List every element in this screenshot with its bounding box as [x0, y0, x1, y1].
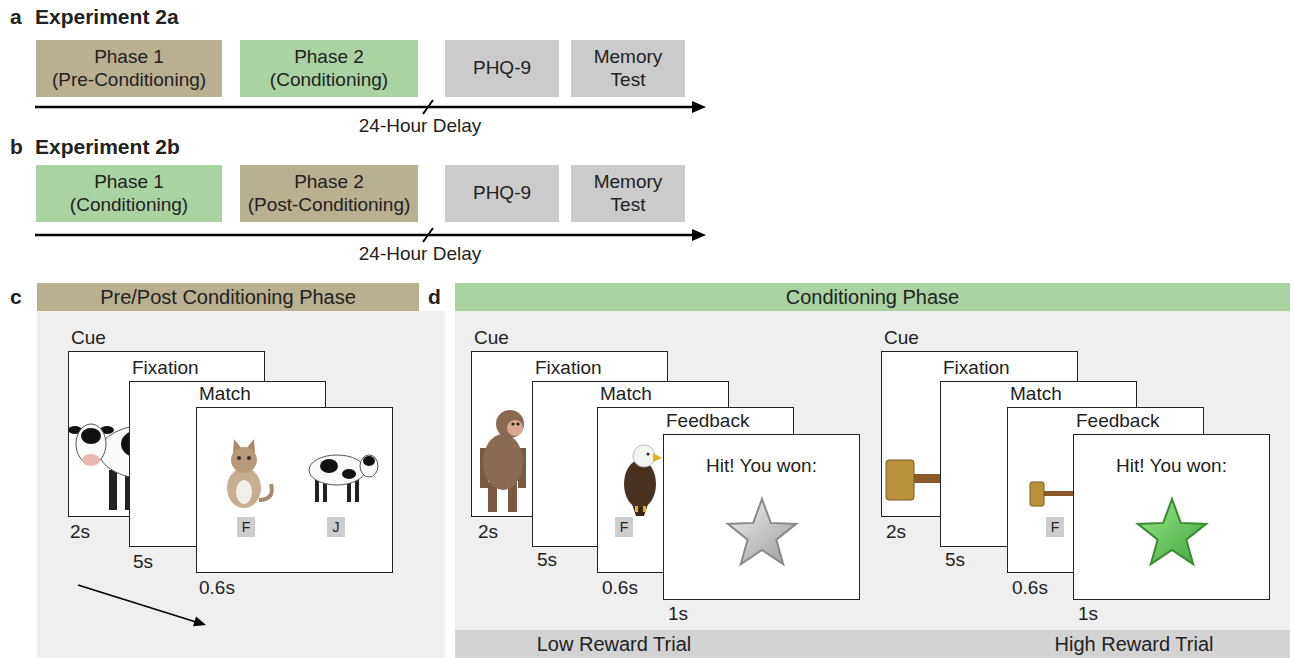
timeline-line	[35, 106, 694, 109]
duration-label: 2s	[478, 521, 498, 543]
duration-label: 2s	[70, 521, 90, 543]
screen-heading: Fixation	[535, 357, 602, 379]
duration-label: 2s	[886, 521, 906, 543]
trial-type-label: High Reward Trial	[975, 630, 1293, 658]
duration-label: 0.6s	[602, 577, 638, 599]
phase-box: Phase 1 (Pre-Conditioning)	[36, 40, 222, 97]
phase-header-band: Conditioning Phase	[455, 283, 1290, 311]
trial-type-label: Low Reward Trial	[455, 630, 773, 658]
phase-box: Phase 1 (Conditioning)	[36, 165, 222, 222]
phase-label-line: (Post-Conditioning)	[248, 194, 411, 217]
phase-box: Phase 2 (Post-Conditioning)	[240, 165, 418, 222]
duration-label: 1s	[668, 603, 688, 625]
trial-screen-card: FeedbackHit! You won:	[1073, 434, 1270, 600]
arrow-head	[692, 229, 706, 241]
delay-label: 24-Hour Delay	[350, 243, 490, 265]
response-key: J	[327, 517, 345, 537]
duration-label: 5s	[945, 549, 965, 571]
duration-label: 5s	[133, 551, 153, 573]
phase-label: Phase 2 (Post-Conditioning)	[248, 171, 411, 217]
phase-label: Phase 1 (Conditioning)	[70, 171, 188, 217]
panel-letter: d	[428, 286, 441, 308]
phase-panel: Pre/Post Conditioning Phase CueFixation …	[37, 283, 445, 658]
phase-label-line: (Pre-Conditioning)	[52, 69, 206, 92]
response-key: F	[1046, 517, 1064, 537]
duration-label: 0.6s	[1012, 577, 1048, 599]
experiment-title: Experiment 2a	[35, 6, 179, 28]
phase-box: Memory Test	[571, 165, 685, 222]
phase-label-line: (Conditioning)	[270, 69, 388, 92]
phase-box: PHQ-9	[445, 40, 559, 97]
phase-label: Memory Test	[576, 46, 680, 92]
panel-letter: c	[10, 286, 22, 308]
screen-heading: Match	[199, 383, 251, 405]
phase-label-line: Phase 1	[94, 46, 164, 67]
delay-label: 24-Hour Delay	[350, 115, 490, 137]
phase-header-band: Pre/Post Conditioning Phase	[37, 283, 419, 311]
key-letter: J	[333, 519, 340, 535]
key-letter: F	[1051, 519, 1060, 535]
phase-label-line: Phase 1	[94, 171, 164, 192]
screen-heading: Fixation	[943, 357, 1010, 379]
key-letter: F	[242, 519, 251, 535]
phase-label-line: Phase 2	[294, 46, 364, 67]
phase-label: Phase 1 (Pre-Conditioning)	[52, 46, 206, 92]
response-key: F	[237, 517, 255, 537]
phase-label: Memory Test	[576, 171, 680, 217]
panel-letter: b	[10, 136, 23, 158]
phase-box: PHQ-9	[445, 165, 559, 222]
response-key: F	[615, 517, 633, 537]
screen-heading: Cue	[474, 327, 509, 349]
trial-type-bar: Low Reward Trial High Reward Trial	[455, 630, 1290, 658]
phase-panel: Conditioning Phase CueFixation MatchF Fe…	[455, 283, 1290, 658]
screen-heading: Feedback	[1076, 410, 1159, 432]
arrow-head	[692, 101, 706, 113]
screen-heading: Fixation	[132, 357, 199, 379]
duration-label: 1s	[1078, 603, 1098, 625]
feedback-message: Hit! You won:	[1074, 455, 1269, 477]
trial-screen-card: FeedbackHit! You won:	[663, 434, 860, 600]
timeline-line	[35, 234, 694, 237]
phase-box: Phase 2 (Conditioning)	[240, 40, 418, 97]
key-letter: F	[620, 519, 629, 535]
screen-heading: Cue	[71, 327, 106, 349]
trial-screen-card: MatchFJ	[196, 407, 393, 573]
duration-label: 5s	[537, 549, 557, 571]
phase-label-line: Phase 2	[294, 171, 364, 192]
phase-label: PHQ-9	[473, 57, 531, 80]
experiment-title: Experiment 2b	[35, 136, 180, 158]
panel-letter: a	[10, 6, 22, 28]
phase-label: PHQ-9	[473, 182, 531, 205]
feedback-message: Hit! You won:	[664, 455, 859, 477]
screen-heading: Match	[600, 383, 652, 405]
screen-heading: Match	[1010, 383, 1062, 405]
phase-box: Memory Test	[571, 40, 685, 97]
phase-label: Phase 2 (Conditioning)	[270, 46, 388, 92]
screen-heading: Cue	[884, 327, 919, 349]
phase-label-line: (Conditioning)	[70, 194, 188, 217]
break-mark	[423, 228, 433, 242]
break-mark	[423, 100, 433, 114]
cat-and-cow-pictures	[197, 408, 394, 574]
duration-label: 0.6s	[199, 577, 235, 599]
screen-heading: Feedback	[666, 410, 749, 432]
